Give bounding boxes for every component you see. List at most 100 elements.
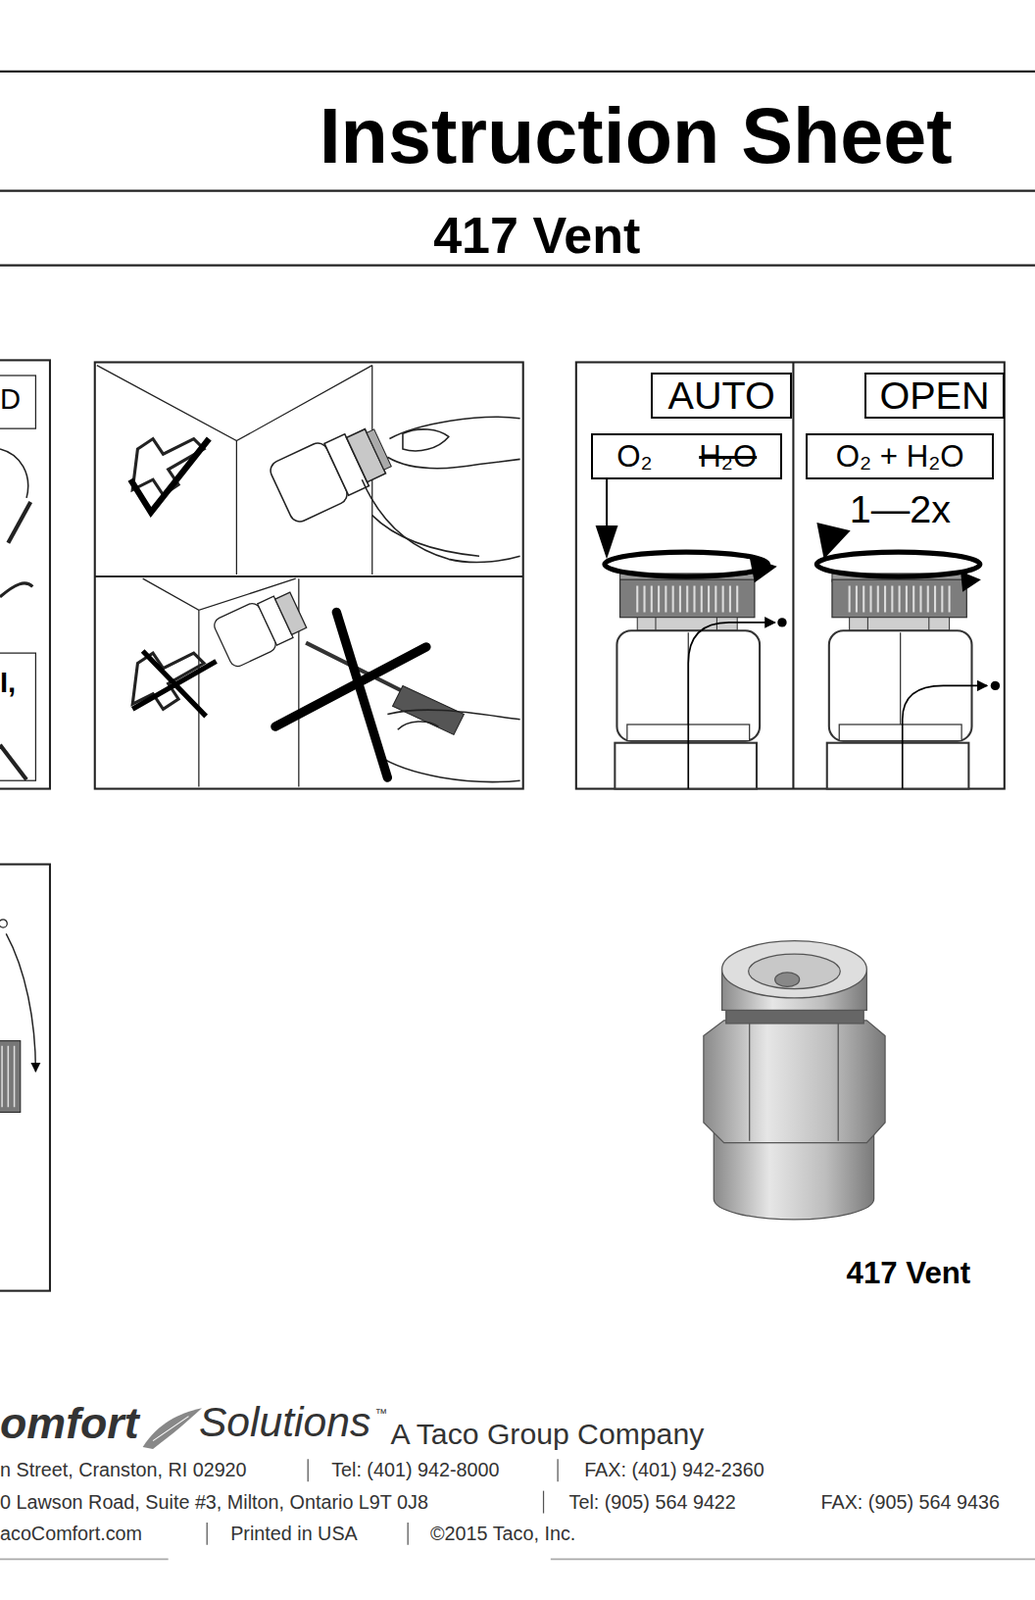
mode-panel [576,361,1005,789]
wrench-panel [387,456,520,468]
website-text: acoComfort.com [0,1524,143,1544]
wrench-panel [397,721,440,730]
wrench-panel [361,479,520,562]
header-rules [0,71,1035,266]
fax-number: FAX: (905) 564 9436 [821,1492,1000,1513]
vent-product-drawing [748,953,841,988]
partial-panel [0,864,50,1291]
footer-decor [206,1522,208,1545]
partial-panel [0,375,36,429]
mode-panel [816,522,850,559]
address-text: 0 Lawson Road, Suite #3, Milton, Ontario… [0,1492,429,1513]
copyright-text: ©2015 Taco, Inc. [430,1524,576,1544]
mode-panel [749,556,778,583]
mode-panel [688,622,775,789]
sheet-title: Instruction Sheet [319,97,953,175]
footer-decor [0,1558,1035,1561]
cropped-text: D [0,385,21,414]
partial-panel [0,744,27,780]
mode-panel [816,551,980,577]
wrench-panel [275,611,427,778]
header-rules [0,70,1035,73]
footer-decor [0,1558,169,1561]
mode-panel [990,681,1000,690]
vent-product-drawing [749,1022,839,1141]
cropped-text: I, [0,668,16,697]
header-rules [0,264,1035,267]
partial-panel [0,919,7,928]
wrench-panel [97,365,373,575]
partial-panel [0,448,29,498]
mode-label-box: OPEN [864,372,1005,419]
vent-product-drawing [775,972,800,987]
vent-output-box: O₂ + H₂O [805,433,994,480]
mode-panel [902,685,987,789]
wrench-panel [275,591,307,635]
mode-label-box: AUTO [650,372,793,419]
mode-label: OPEN [879,376,989,416]
wrench-panel [377,754,521,782]
vent-output-label: O₂ [616,441,652,472]
header-rules [0,190,1035,193]
vent-product-drawing [722,940,868,998]
fax-number: FAX: (401) 942-2360 [584,1460,765,1480]
footer-decor [407,1522,409,1545]
partial-panel [0,583,33,597]
partial-panel [0,1040,21,1113]
mode-panel [827,573,973,789]
footer-decor [0,1407,1035,1559]
wrench-panel [95,361,524,789]
mode-panel [595,525,619,559]
product-subtitle: 417 Vent [433,209,641,261]
mode-panel [791,361,794,789]
footer-decor [152,1416,195,1444]
wrench-panel [372,515,480,557]
mode-panel [604,551,768,577]
partial-panel [0,359,50,789]
wrench-panel [366,429,392,470]
partial-panel [0,652,36,781]
mode-panel [777,617,787,627]
footer-decor [307,1458,309,1481]
partial-panel [1,1045,14,1107]
wrench-panel [95,575,524,578]
trademark-mark: ™ [375,1407,388,1420]
mode-label: AUTO [668,376,776,416]
wrench-panel [267,418,397,526]
wrench-panel [211,586,309,669]
brand-logo-text: omfort [0,1400,140,1445]
partial-panel [0,359,50,789]
vent-output-box: O₂ H₂O [591,433,783,480]
footer-decor [556,1458,558,1481]
wrench-panel [387,709,520,720]
product-caption: 417 Vent [846,1257,972,1288]
vent-product-drawing [703,1020,886,1143]
wrench-panel [402,429,449,451]
partial-panel [7,501,31,543]
footer-decor [143,1407,202,1449]
phone-number: Tel: (905) 564 9422 [569,1492,737,1513]
company-tagline: A Taco Group Company [390,1419,704,1449]
wrench-panel [132,650,216,717]
print-note: Printed in USA [230,1524,358,1544]
wrench-panel [389,416,520,439]
mode-panel [960,571,982,592]
wrench-panel [130,439,209,513]
mode-panel [576,361,1005,789]
turn-count: 1—2x [849,490,951,530]
vent-output-label: O₂ + H₂O [836,441,965,472]
footer-decor [542,1490,544,1514]
vent-output-label: H₂O [698,441,757,472]
wrench-panel [143,578,299,787]
mode-panel [614,573,760,789]
phone-number: Tel: (401) 942-8000 [331,1460,499,1480]
address-text: n Street, Cranston, RI 02920 [0,1460,247,1480]
footer-decor [550,1558,1035,1561]
brand-logo-text: Solutions [198,1400,371,1443]
vent-product-drawing [713,1132,874,1220]
partial-panel [0,864,50,1291]
vent-product-drawing [703,940,886,1220]
wrench-panel [95,361,524,789]
